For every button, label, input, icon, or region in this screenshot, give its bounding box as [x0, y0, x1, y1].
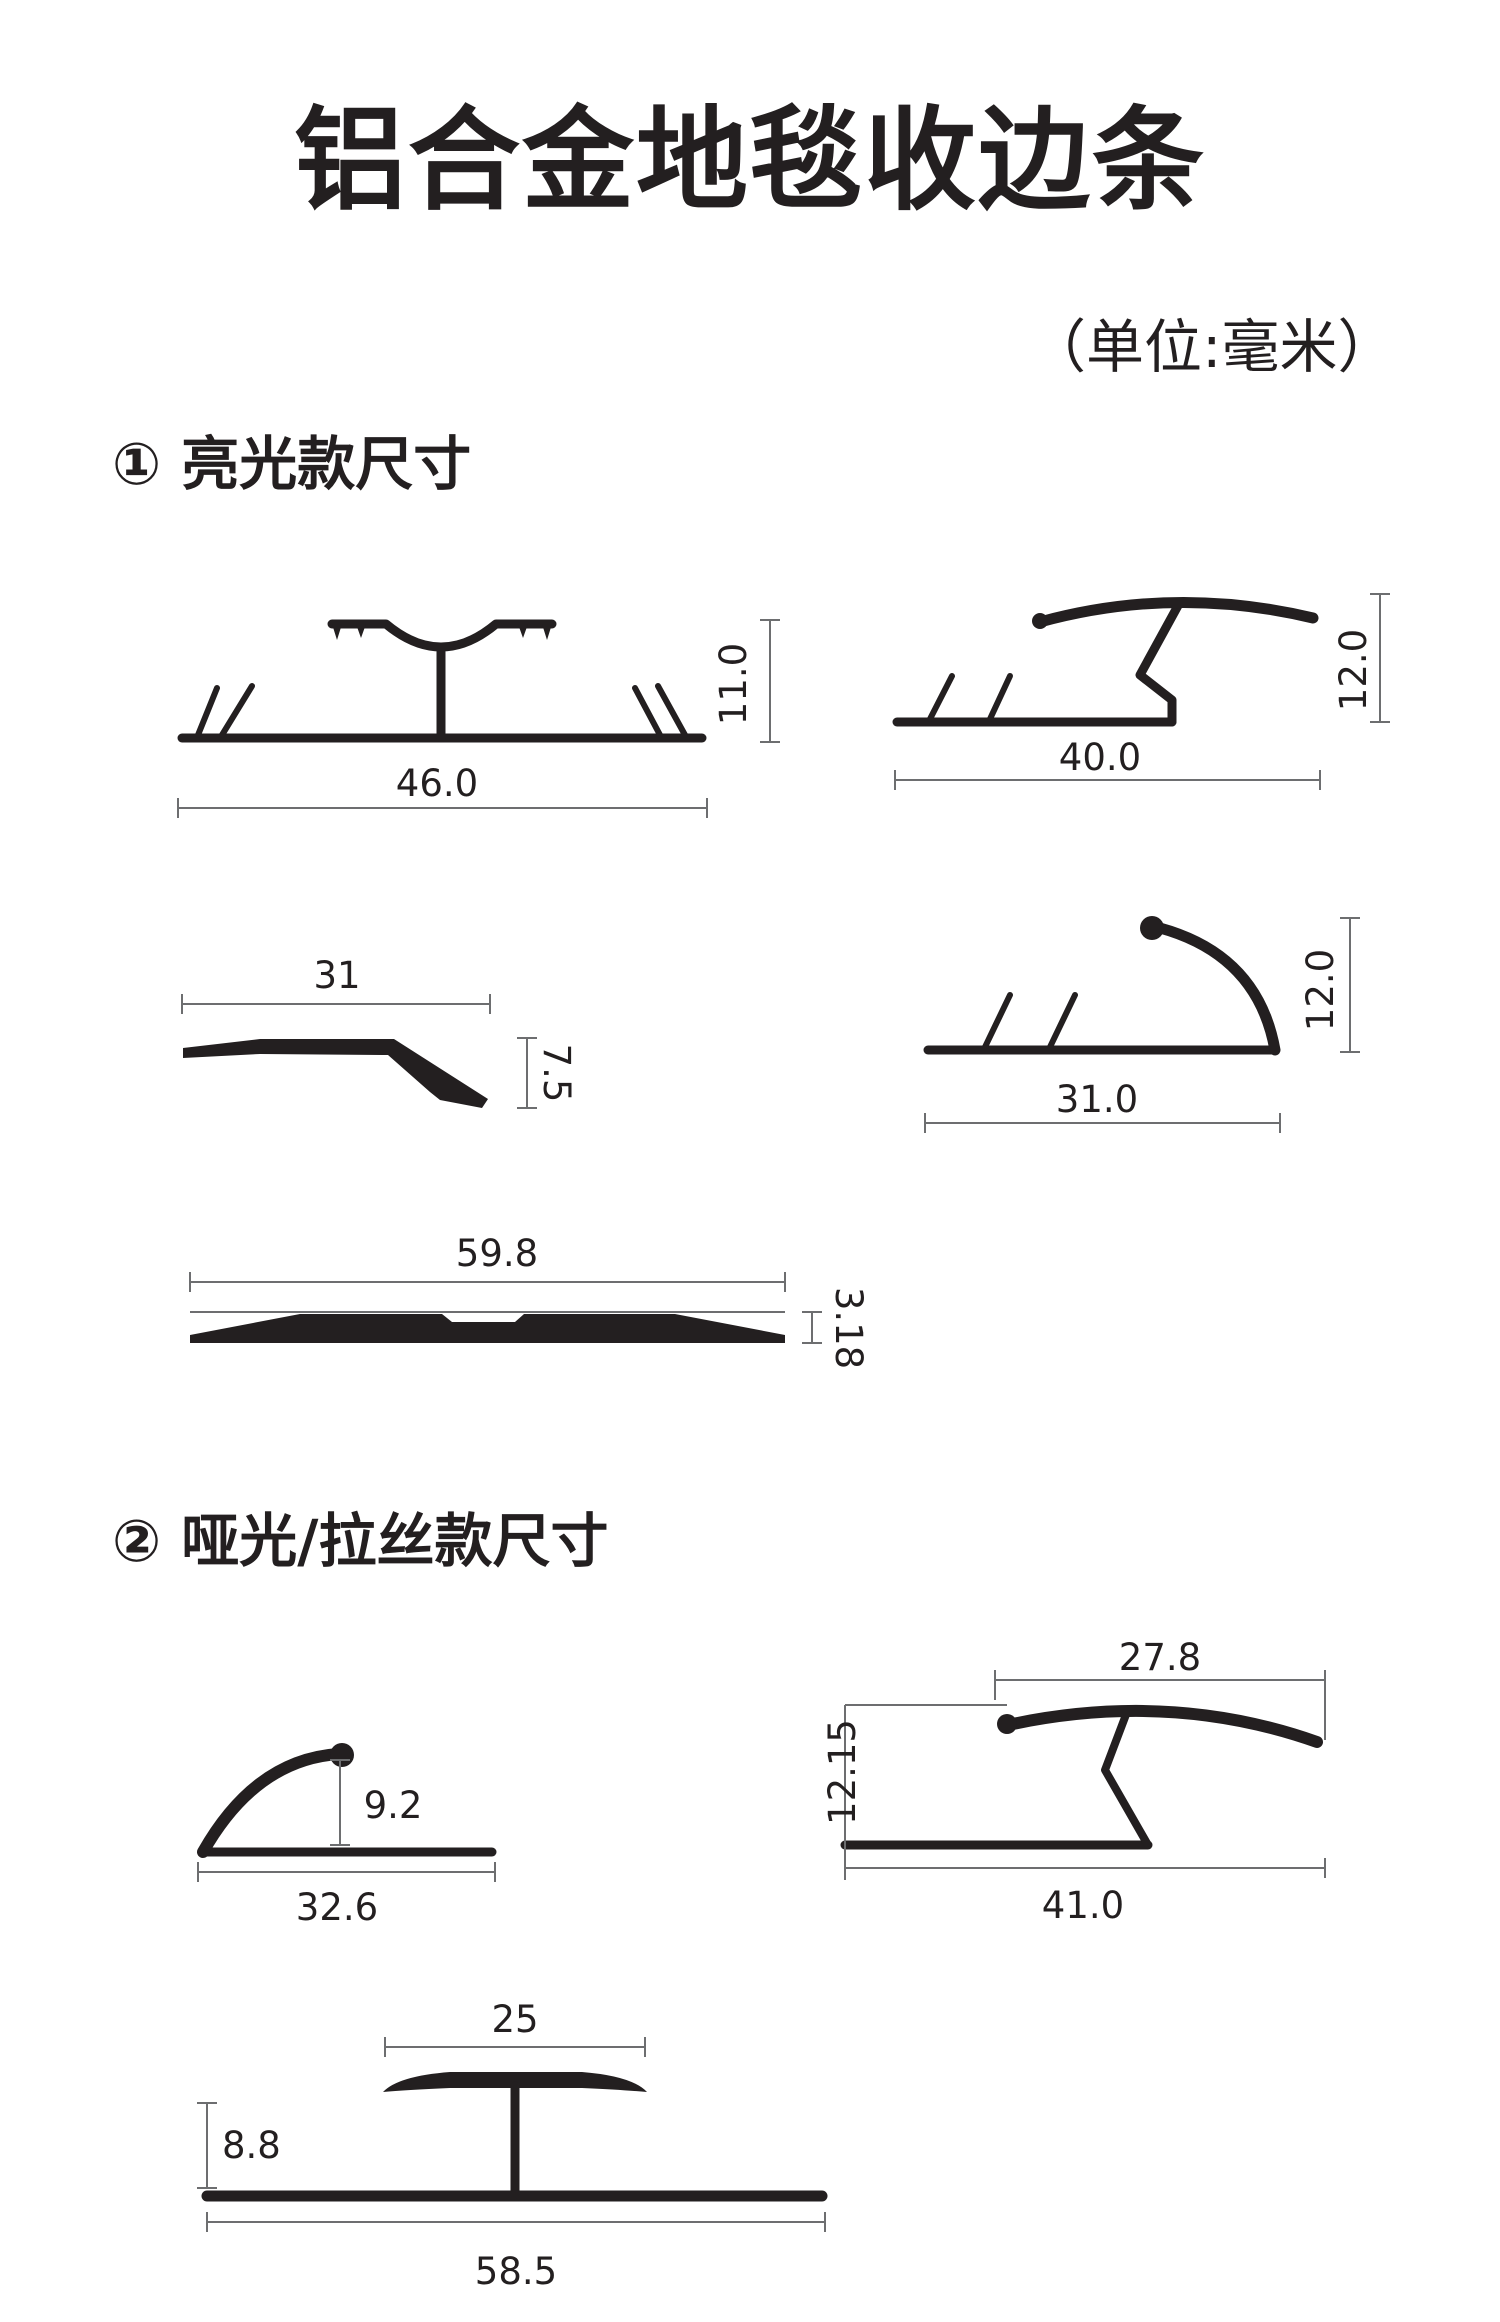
curve-edge-profile-width-label: 32.6: [296, 1886, 378, 1929]
t-transition-top-width-label: 25: [491, 1998, 538, 2041]
ramp-profile-drawing: [181, 994, 537, 1109]
section-heading-glossy: ① 亮光款尺寸: [112, 430, 472, 498]
z-cap-profile-height-label: 12.0: [1332, 629, 1375, 711]
page-title: 铝合金地毯收边条: [294, 96, 1206, 226]
t-profile-height-label: 11.0: [712, 643, 755, 725]
curve-edge-profile-drawing: [197, 1743, 497, 1882]
z-transition-profile-drawing: [840, 1670, 1326, 1880]
z-transition-width-label: 41.0: [1042, 1884, 1124, 1927]
ramp-profile-height-label: 7.5: [535, 1044, 578, 1103]
section-heading-matte-brushed: ② 哑光/拉丝款尺寸: [112, 1507, 609, 1575]
t-transition-width-label: 58.5: [475, 2250, 557, 2293]
flat-profile-drawing: [189, 1272, 822, 1344]
hook-profile-height-label: 12.0: [1299, 949, 1342, 1031]
hook-profile-width-label: 31.0: [1056, 1078, 1138, 1121]
curve-edge-profile-height-label: 9.2: [364, 1784, 423, 1827]
unit-note: （单位:毫米）: [1028, 313, 1396, 381]
z-cap-profile-drawing: [892, 593, 1390, 790]
ramp-profile-width-label: 31: [313, 954, 360, 997]
flat-profile-height-label: 3.18: [827, 1287, 870, 1369]
hook-profile-drawing: [923, 916, 1360, 1133]
t-profile-drawing: [177, 619, 780, 818]
t-transition-profile-drawing: [197, 2037, 828, 2232]
z-cap-profile-width-label: 40.0: [1059, 736, 1141, 779]
z-transition-height-label: 12.15: [821, 1719, 864, 1825]
t-profile-width-label: 46.0: [396, 762, 478, 805]
flat-profile-width-label: 59.8: [456, 1232, 538, 1275]
z-transition-top-width-label: 27.8: [1119, 1636, 1201, 1679]
t-transition-height-label: 8.8: [222, 2124, 281, 2167]
